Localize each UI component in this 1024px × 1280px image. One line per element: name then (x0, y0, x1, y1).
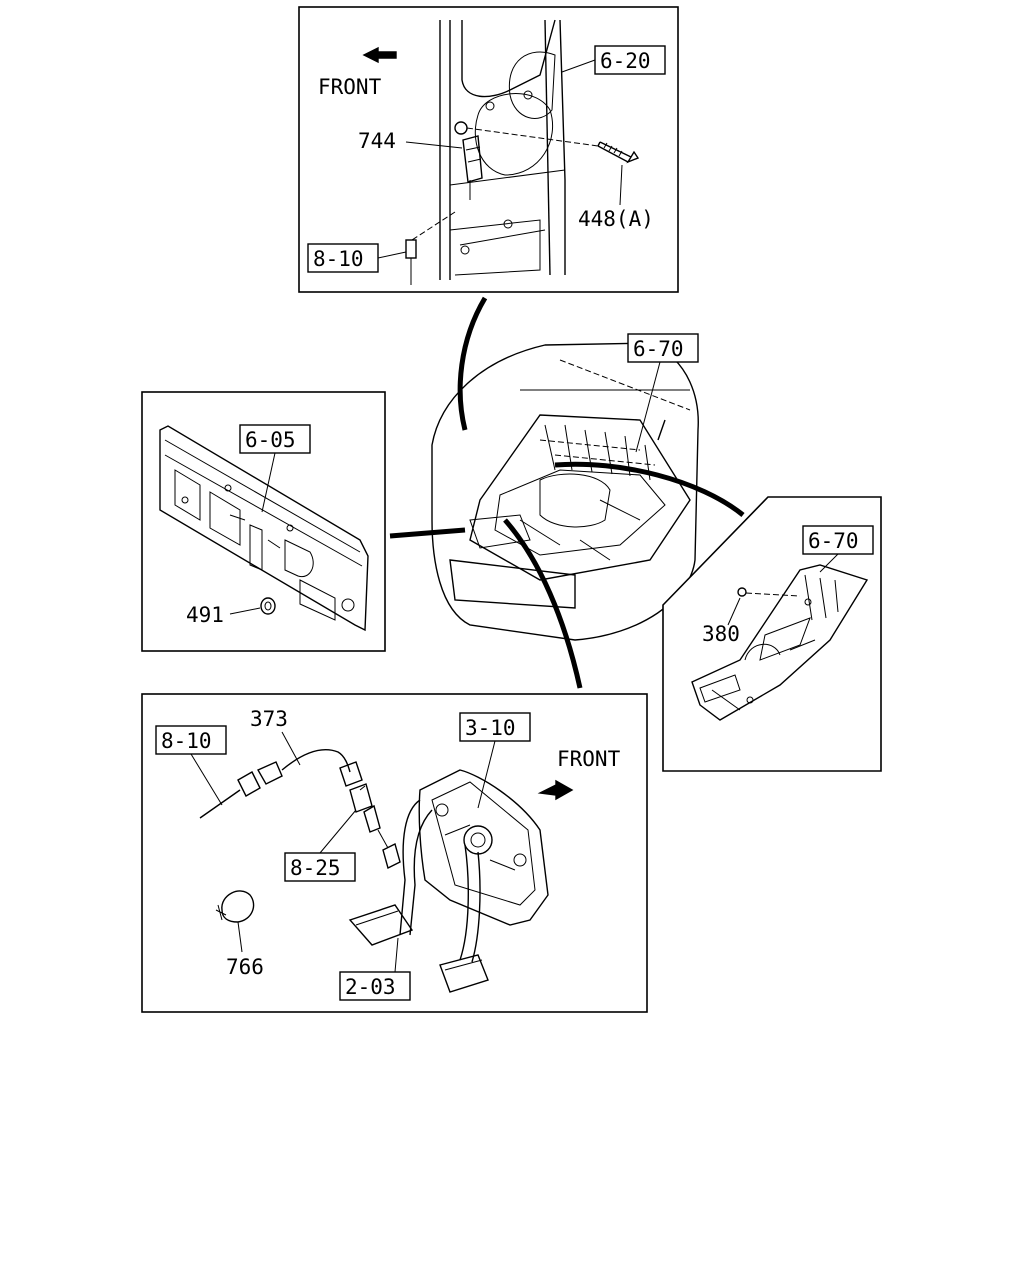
part-766-label: 766 (226, 955, 264, 979)
part-373-label: 373 (250, 707, 288, 731)
ref-8-25-label: 8-25 (290, 856, 341, 880)
ref-6-70-right-label: 6-70 (808, 529, 859, 553)
top-detail-panel: FRONT 6-20 8-10 744 448(A) (298, 6, 679, 293)
cab-overview (431, 342, 699, 641)
ref-6-70-center: 6-70 (627, 333, 699, 453)
leader-arcs (389, 296, 745, 689)
ref-6-20-label: 6-20 (600, 49, 651, 73)
left-detail-panel: 6-05 491 (141, 391, 386, 652)
front-label-bottom: FRONT (557, 747, 621, 771)
ref-2-03-label: 2-03 (345, 975, 396, 999)
front-label-top: FRONT (318, 75, 382, 99)
part-380-label: 380 (702, 622, 740, 646)
ref-8-10-bottom-label: 8-10 (161, 729, 212, 753)
ref-6-70-center-label: 6-70 (633, 337, 684, 361)
bottom-detail-panel: FRONT 8-10 3-10 8-25 2-03 373 766 (141, 693, 648, 1013)
ref-3-10-label: 3-10 (465, 716, 516, 740)
ref-8-10-top-label: 8-10 (313, 247, 364, 271)
part-448a-label: 448(A) (578, 207, 654, 231)
right-detail-panel: 6-70 380 (662, 496, 882, 772)
part-491-label: 491 (186, 603, 224, 627)
ref-6-05-label: 6-05 (245, 428, 296, 452)
part-744-label: 744 (358, 129, 396, 153)
